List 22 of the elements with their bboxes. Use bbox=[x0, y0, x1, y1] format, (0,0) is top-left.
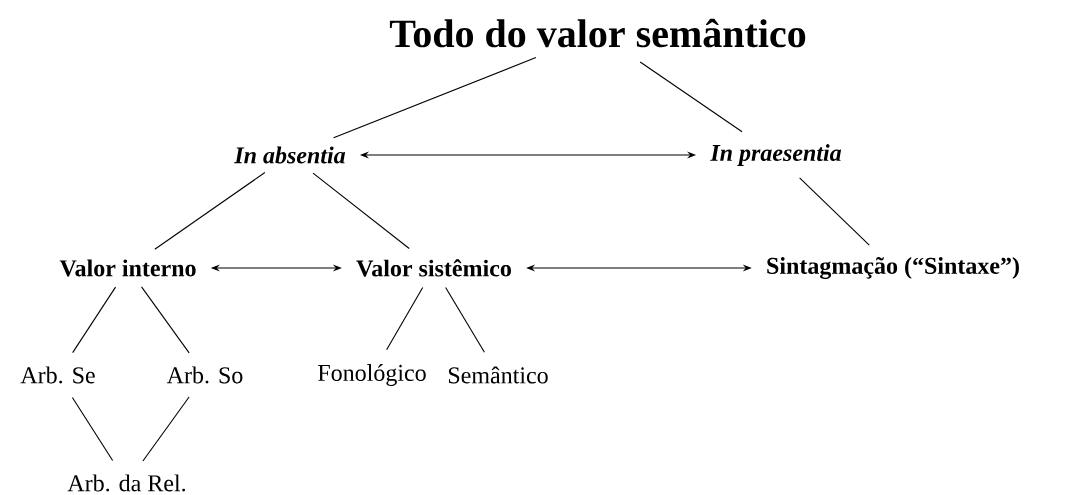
node-label: Valor interno bbox=[59, 259, 196, 277]
node-label: Arb. So bbox=[166, 366, 243, 384]
connector-line bbox=[141, 286, 190, 354]
connector-line bbox=[333, 57, 537, 139]
node-label: In praesentia bbox=[710, 144, 842, 166]
connector-line bbox=[386, 286, 424, 351]
node-label: Semântico bbox=[448, 366, 548, 384]
connector-line bbox=[142, 396, 190, 462]
connector-line bbox=[71, 396, 114, 462]
node-label: In absentia bbox=[234, 146, 346, 164]
node-label: Fonológico bbox=[318, 364, 426, 386]
node-label: Valor sistêmico bbox=[356, 259, 511, 277]
connector-line bbox=[639, 61, 743, 133]
node-label: Arb. da Rel. bbox=[67, 474, 186, 492]
connector-line bbox=[154, 172, 266, 250]
connector-line bbox=[445, 286, 485, 353]
node-label: Arb. Se bbox=[20, 366, 95, 384]
connector-line bbox=[72, 286, 117, 354]
connector-line bbox=[799, 177, 870, 246]
connector-line bbox=[312, 172, 410, 250]
heading-text: Todo do valor semântico bbox=[389, 18, 806, 48]
node-label: Sintagmação (“Sintaxe”) bbox=[767, 257, 1019, 279]
